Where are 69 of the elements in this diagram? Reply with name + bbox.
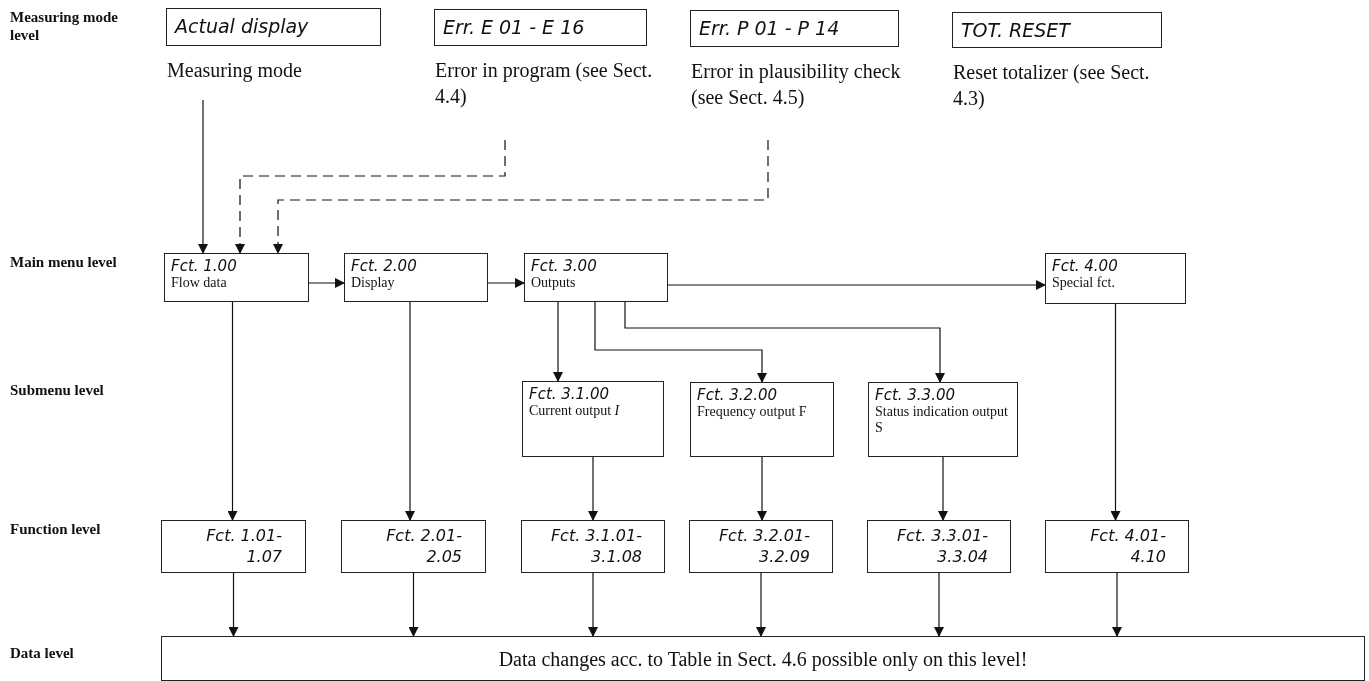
function-code: Fct. 3.00 [531,257,598,275]
description-text: Outputs [531,275,577,291]
arrow [405,301,415,521]
menu-box [164,253,309,302]
caption-text: Error in plausibility check (see Sect. 4.5) [691,59,902,110]
arrow [588,572,598,637]
arrow [228,572,239,637]
function-box [341,520,486,573]
arrow [408,572,419,637]
function-code: Fct. 3.1.00 [529,385,610,403]
function-code: Fct. 3.1.01- 3.1.08 [549,525,642,567]
menu-box [344,253,488,302]
description-text: Current output I [529,403,621,419]
function-code: Fct. 3.3.01- 3.3.04 [895,525,988,567]
arrow [487,278,525,288]
arrow [756,572,766,637]
description-text: Flow data [171,275,228,291]
arrow [308,278,345,288]
function-box [867,520,1011,573]
submenu-box [868,382,1018,457]
function-box [689,520,833,573]
function-code: Err. P 01 - P 14 [698,16,841,41]
arrow [588,456,598,521]
arrow [624,301,945,383]
arrow [934,572,944,637]
caption-text: Measuring mode [167,58,303,83]
function-code: Fct. 1.01- 1.07 [205,525,282,567]
level-label: Measuring mode level [10,8,119,44]
function-code: Fct. 4.01- 4.10 [1089,525,1166,567]
arrow [235,139,506,254]
arrow [198,99,208,254]
level-label: Data level [10,644,75,662]
menu-box [524,253,668,302]
data-level-box [161,636,1365,681]
function-code: TOT. RESET [960,18,1072,43]
function-code: Fct. 3.3.00 [875,386,956,404]
caption-text: Error in program (see Sect. 4.4) [435,58,654,109]
caption-text: Reset totalizer (see Sect. 4.3) [953,60,1151,111]
description-text: Frequency output F [697,404,808,420]
function-code: Fct. 1.00 [171,257,238,275]
arrow [1112,572,1122,637]
menu-box [1045,253,1186,304]
description-text: Status indication output S [875,404,1009,436]
arrow [553,301,563,382]
level-label: Submenu level [10,381,105,399]
submenu-box [690,382,834,457]
function-code: Fct. 2.00 [351,257,418,275]
arrow [227,301,238,521]
function-code: Fct. 3.2.00 [697,386,778,404]
function-code: Fct. 4.00 [1052,257,1119,275]
submenu-box [522,381,664,457]
description-text: Display [351,275,396,291]
function-box [521,520,665,573]
function-box [1045,520,1189,573]
description-text: Special fct. [1052,275,1116,291]
function-code: Fct. 2.01- 2.05 [385,525,462,567]
level-label: Main menu level [10,253,118,271]
note-text: Data changes acc. to Table in Sect. 4.6 possible only on this level! [497,647,1029,673]
level-label: Function level [10,520,102,538]
function-code: Fct. 3.2.01- 3.2.09 [717,525,810,567]
arrow [938,456,948,521]
arrow [1110,303,1121,521]
arrow [667,280,1046,290]
function-code: Actual display [173,14,310,39]
function-box [161,520,306,573]
arrow [273,139,769,254]
function-code: Err. E 01 - E 16 [442,15,586,40]
arrow [757,456,767,521]
arrow [594,301,767,383]
